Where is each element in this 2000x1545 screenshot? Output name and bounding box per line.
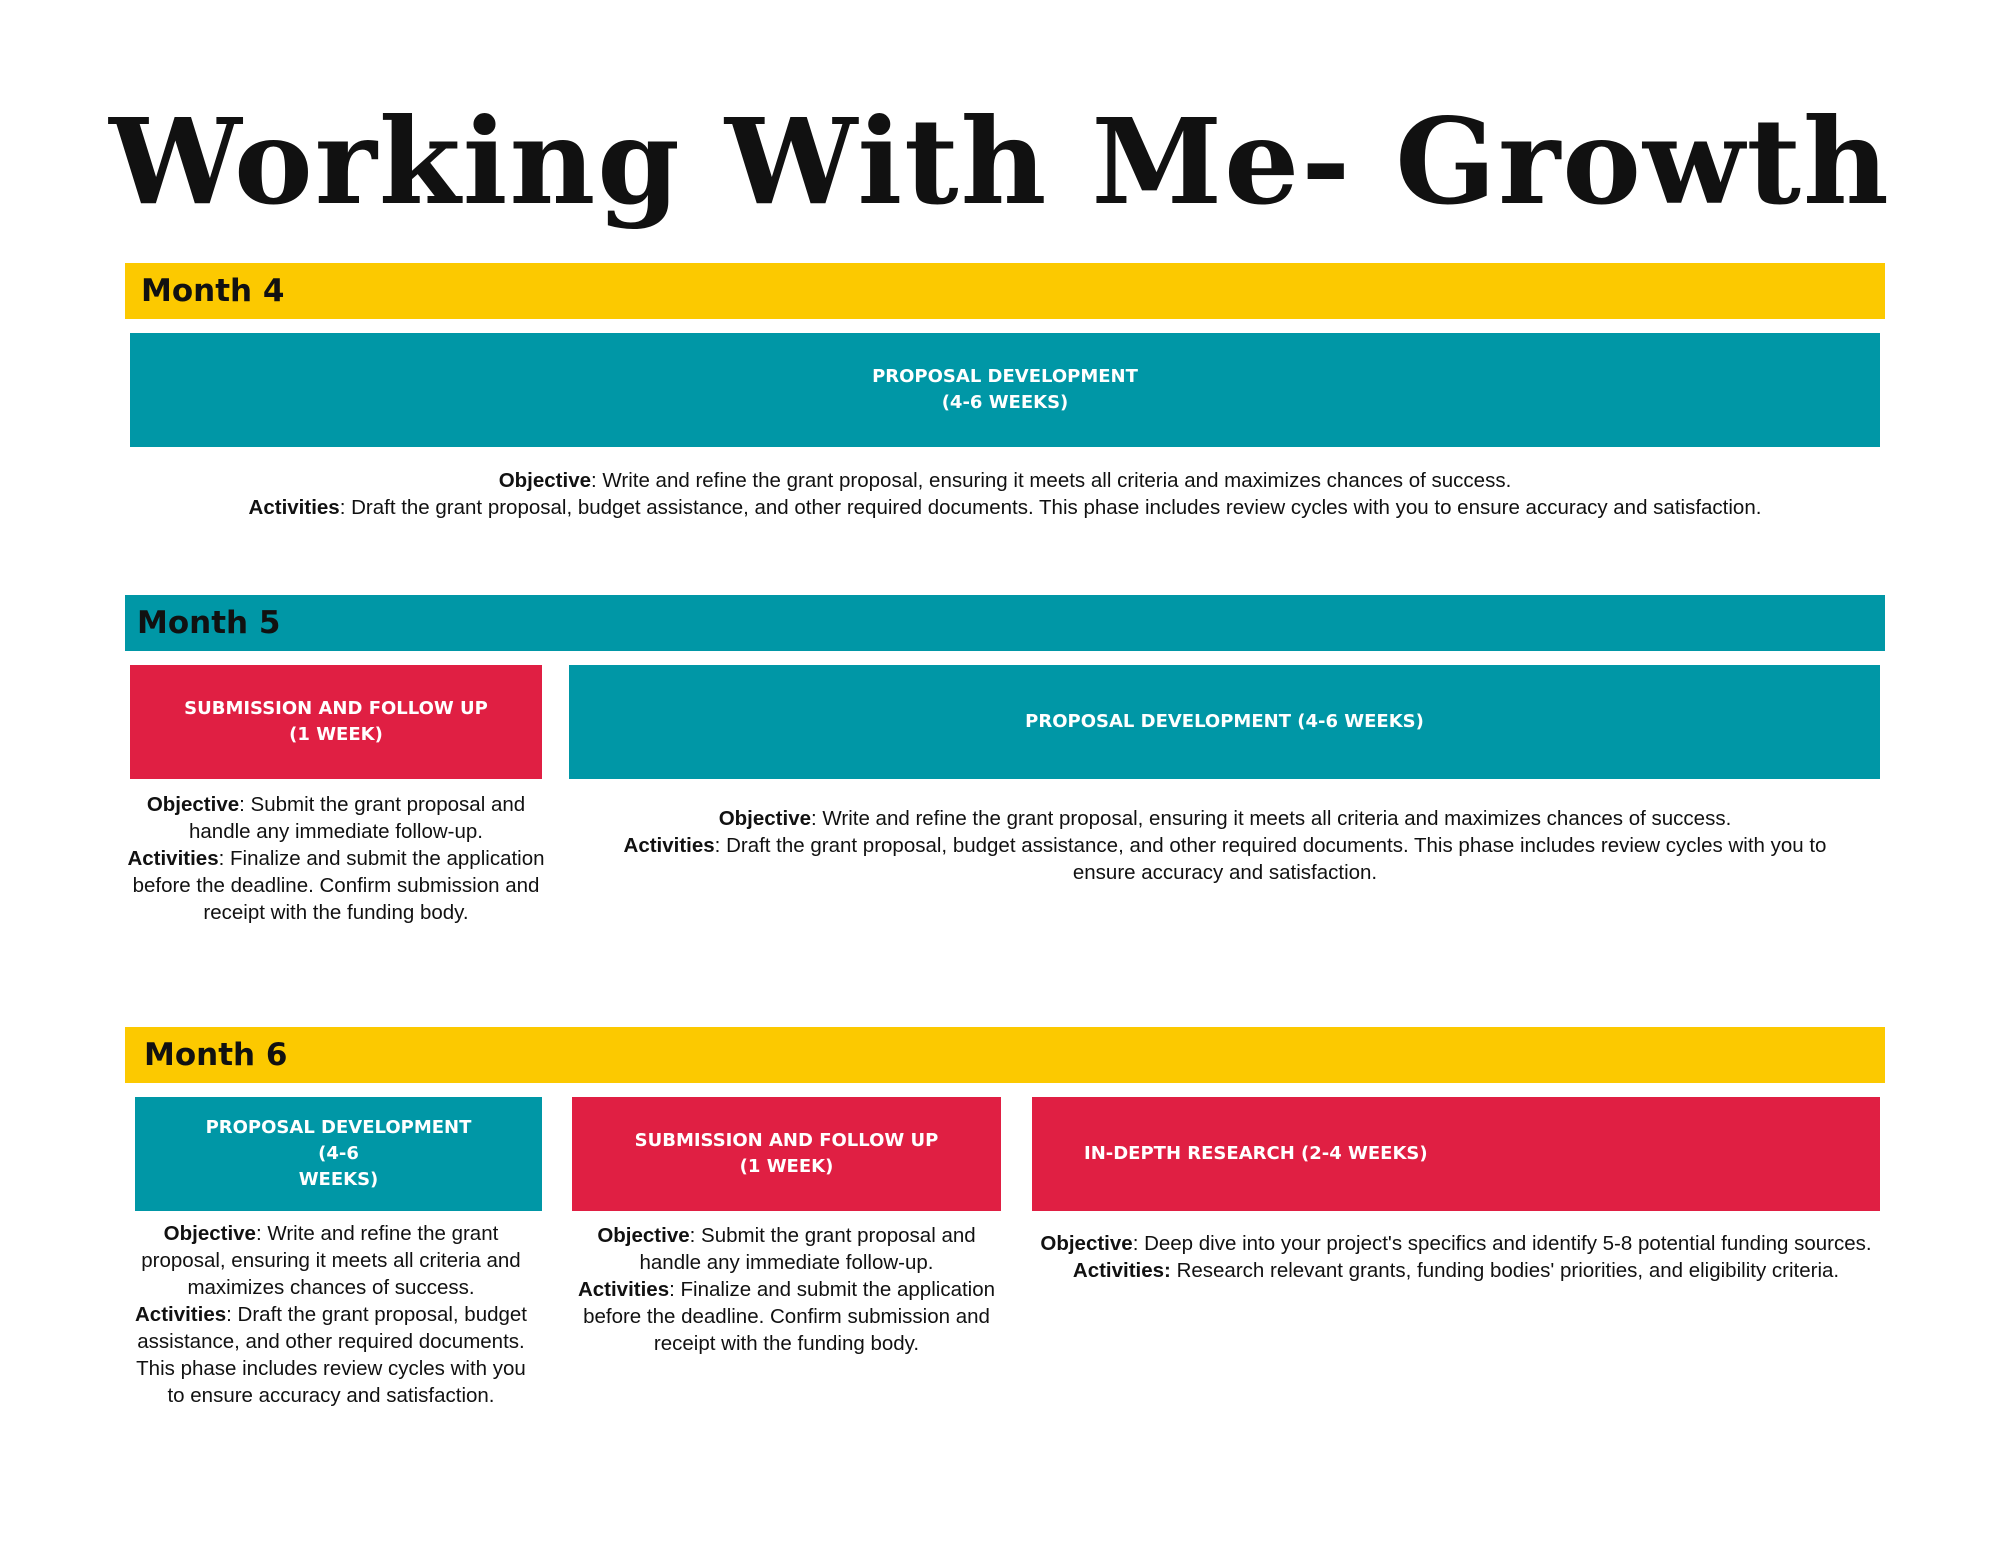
activities-label: Activities <box>248 496 340 519</box>
objective-line: Objective: Write and refine the grant pr… <box>140 467 1870 494</box>
activities-label: Activities <box>623 834 715 857</box>
objective-text: : Write and refine the grant proposal, e… <box>591 469 1512 492</box>
activities-line: Activities: Draft the grant proposal, bu… <box>140 494 1870 521</box>
box-title: PROPOSAL DEVELOPMENT (4-6 <box>205 1117 472 1164</box>
activities-label: Activities <box>134 1303 227 1326</box>
month-5-label: Month 5 <box>137 605 281 641</box>
page-title: Working With Me- Growth <box>109 92 1891 231</box>
box-title: SUBMISSION AND FOLLOW UP <box>634 1130 939 1151</box>
objective-text: : Write and refine the grant proposal, e… <box>141 1222 521 1299</box>
objective-text: : Write and refine the grant proposal, e… <box>811 807 1732 830</box>
month-5-submission-box: SUBMISSION AND FOLLOW UP (1 WEEK) <box>130 665 542 779</box>
box-duration: (1 WEEK) <box>739 1156 834 1177</box>
box-duration: (4-6 WEEKS) <box>941 392 1069 413</box>
objective-label: Objective <box>498 469 591 492</box>
objective-label: Objective <box>718 807 811 830</box>
box-title: PROPOSAL DEVELOPMENT <box>872 366 1138 387</box>
objective-label: Objective <box>146 793 240 816</box>
box-duration: WEEKS) <box>298 1169 379 1190</box>
objective-label: Objective <box>163 1222 256 1245</box>
objective-label: Objective <box>597 1224 690 1247</box>
month-6-in-depth-research-box: IN-DEPTH RESEARCH (2-4 WEEKS) <box>1032 1097 1880 1211</box>
box-title: SUBMISSION AND FOLLOW UP <box>184 698 488 719</box>
activities-label: Activities <box>127 847 219 870</box>
month-6-submission-description: Objective: Submit the grant proposal and… <box>572 1222 1001 1357</box>
activities-text: Research relevant grants, funding bodies… <box>1170 1259 1840 1282</box>
box-title: PROPOSAL DEVELOPMENT (4-6 WEEKS) <box>1025 711 1424 732</box>
objective-text: : Deep dive into your project's specific… <box>1132 1232 1872 1255</box>
month-5-proposal-development-box: PROPOSAL DEVELOPMENT (4-6 WEEKS) <box>569 665 1880 779</box>
activities-text: : Draft the grant proposal, budget assis… <box>136 1303 527 1407</box>
activities-label: Activities: <box>1072 1259 1171 1282</box>
month-6-header: Month 6 <box>125 1027 1885 1083</box>
month-4-proposal-development-box: PROPOSAL DEVELOPMENT (4-6 WEEKS) <box>130 333 1880 447</box>
month-6-proposal-description: Objective: Write and refine the grant pr… <box>130 1220 532 1409</box>
month-6-submission-box: SUBMISSION AND FOLLOW UP (1 WEEK) <box>572 1097 1001 1211</box>
month-5-header: Month 5 <box>125 595 1885 651</box>
objective-text: : Submit the grant proposal and handle a… <box>189 793 526 843</box>
objective-label: Objective <box>1040 1232 1133 1255</box>
objective-text: : Submit the grant proposal and handle a… <box>639 1224 976 1274</box>
month-4-description: Objective: Write and refine the grant pr… <box>140 467 1870 521</box>
activities-text: : Draft the grant proposal, budget assis… <box>714 834 1827 884</box>
month-4-header: Month 4 <box>125 263 1885 319</box>
month-6-research-description: Objective: Deep dive into your project's… <box>1036 1230 1876 1284</box>
activities-text: : Finalize and submit the application be… <box>583 1278 996 1355</box>
box-duration: (1 WEEK) <box>289 724 383 745</box>
activities-text: : Draft the grant proposal, budget assis… <box>339 496 1762 519</box>
month-6-label: Month 6 <box>144 1037 288 1073</box>
activities-text: : Finalize and submit the application be… <box>132 847 545 924</box>
month-5-proposal-description: Objective: Write and refine the grant pr… <box>600 805 1850 886</box>
month-5-submission-description: Objective: Submit the grant proposal and… <box>126 791 546 926</box>
activities-label: Activities <box>577 1278 670 1301</box>
month-6-proposal-development-box: PROPOSAL DEVELOPMENT (4-6 WEEKS) <box>135 1097 542 1211</box>
box-title: IN-DEPTH RESEARCH (2-4 WEEKS) <box>1084 1143 1428 1164</box>
month-4-label: Month 4 <box>141 273 285 309</box>
